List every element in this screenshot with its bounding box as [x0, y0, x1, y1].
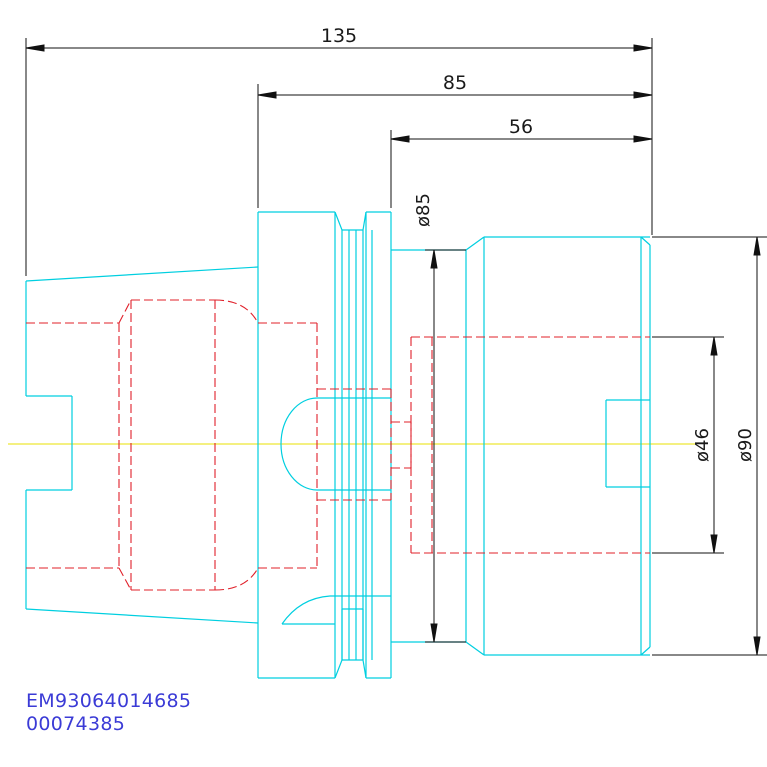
id-number: 00074385	[26, 713, 126, 735]
dimension-lines	[25, 38, 767, 656]
dim-diameter-body: ø90	[735, 428, 756, 462]
part-number: EM93064014685	[26, 690, 192, 712]
dim-mid-length: 85	[443, 72, 467, 94]
dim-overall-length: 135	[321, 25, 357, 47]
dim-diameter-flange: ø85	[413, 193, 434, 227]
drawing-label-block: EM93064014685 00074385	[26, 690, 191, 736]
hidden-lines	[26, 299, 650, 591]
dim-body-length: 56	[509, 116, 533, 138]
part-outline	[25, 211, 651, 679]
dim-diameter-bore: ø46	[692, 428, 713, 462]
